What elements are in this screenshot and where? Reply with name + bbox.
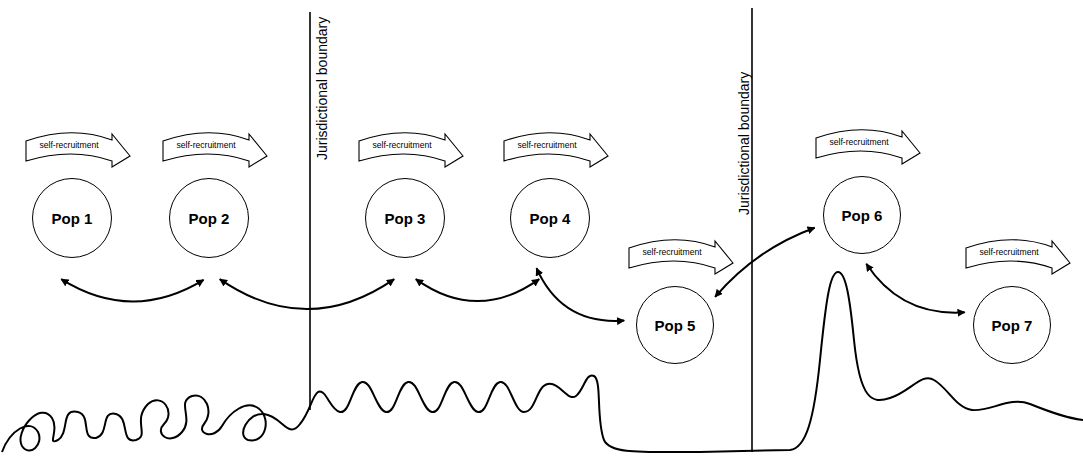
population-label: Pop 5 (655, 317, 696, 334)
dispersal-arrow (537, 268, 625, 321)
population-circle: Pop 5 (636, 286, 714, 364)
population-circle: Pop 4 (510, 178, 590, 258)
population-circle: Pop 2 (169, 178, 249, 258)
self-recruitment-label: self-recruitment (360, 139, 444, 151)
coastline (2, 272, 1083, 452)
self-recruitment-label: self-recruitment (505, 139, 589, 151)
population-circle: Pop 3 (365, 178, 445, 258)
boundary-label: Jurisdictional boundary (314, 17, 330, 160)
self-recruitment-arrows (26, 130, 1070, 274)
self-recruitment-label: self-recruitment (817, 136, 901, 148)
self-recruitment-label: self-recruitment (967, 246, 1051, 258)
dispersal-arrow (220, 279, 394, 309)
population-label: Pop 3 (385, 210, 426, 227)
boundary-line (309, 12, 311, 410)
dispersal-arrow (416, 279, 539, 301)
population-label: Pop 1 (52, 210, 93, 227)
population-label: Pop 4 (530, 210, 571, 227)
population-circle: Pop 1 (32, 178, 112, 258)
self-recruitment-label: self-recruitment (164, 139, 248, 151)
self-recruitment-label: self-recruitment (630, 246, 714, 258)
boundary-label: Jurisdictional boundary (736, 72, 752, 215)
population-circle: Pop 6 (823, 176, 901, 254)
self-recruitment-label: self-recruitment (27, 139, 111, 151)
population-circle: Pop 7 (973, 286, 1051, 364)
population-label: Pop 6 (842, 207, 883, 224)
dispersal-arrow (61, 279, 203, 301)
dispersal-arrow (715, 228, 815, 297)
population-label: Pop 7 (992, 317, 1033, 334)
dispersal-arrow (866, 264, 964, 313)
population-label: Pop 2 (189, 210, 230, 227)
